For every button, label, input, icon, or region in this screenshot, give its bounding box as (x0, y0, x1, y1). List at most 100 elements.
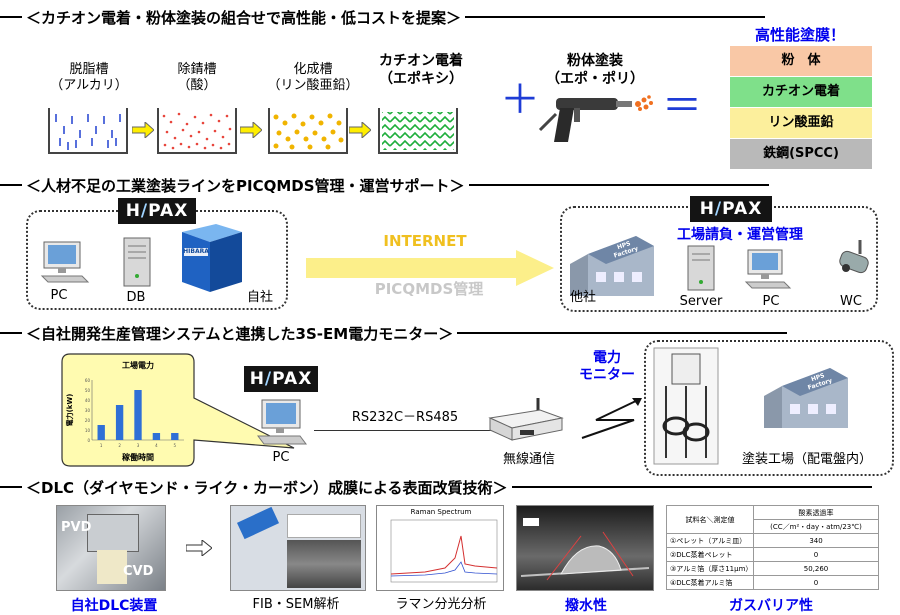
power-monitor-label: 電力モニター (579, 350, 635, 383)
arrow-right-icon (348, 120, 372, 140)
coating-layer-3: リン酸亜鉛 (730, 108, 872, 139)
factory-icon: HPS Factory (566, 228, 658, 302)
spray-gun-icon (538, 90, 658, 154)
chart-x-tick: 1 (100, 443, 103, 448)
serial-cable (314, 430, 496, 431)
chart-bar (115, 405, 124, 440)
chart-xlabel: 稼働時間 (122, 452, 154, 462)
layers-title: 高性能塗膜！ (754, 26, 845, 44)
chart-x-tick: 2 (118, 443, 121, 448)
fib-sem-photo (230, 505, 366, 591)
dlc-device-label: 自社DLC装置 (70, 598, 158, 614)
arrow-right-icon (185, 538, 213, 560)
chart-y-tick: 10 (85, 428, 91, 433)
internet-label: INTERNET (383, 232, 467, 250)
chart-y-tick: 40 (85, 398, 91, 403)
chart-title: 工場電力 (122, 360, 154, 370)
coating-layer-1: 粉 体 (730, 46, 872, 77)
pvd-label: PVD (61, 520, 92, 535)
server-label: Server (679, 294, 723, 309)
raman-title: Raman Spectrum (410, 508, 472, 516)
building-sign: HIBARA (183, 248, 209, 255)
chart-y-tick: 50 (85, 388, 91, 393)
wireless-label: 無線通信 (502, 452, 555, 467)
camera-icon (836, 240, 872, 292)
section-title-coating: ＜カチオン電着・粉体塗装の組合せで高性能・低コストを提案＞ (0, 6, 766, 28)
arrow-right-icon (131, 120, 155, 140)
picqmds-label: PICQMDS管理 (374, 280, 484, 298)
hpax-logo: H/PAX (118, 198, 196, 224)
conversion-label: 化成槽（リン酸亜鉛） (267, 62, 359, 93)
derusting-label: 除錆槽（酸） (177, 62, 217, 93)
table-row: ③アルミ箔（厚さ11μm）50,260 (666, 561, 879, 576)
database-server-icon (120, 236, 154, 292)
chart-y-tick: 20 (85, 418, 91, 423)
pc-icon (254, 398, 310, 450)
db-label: DB (126, 290, 146, 305)
power-meter-icon (652, 346, 720, 470)
pc-icon (744, 248, 796, 294)
degreasing-tank (48, 108, 128, 154)
chart-x-tick: 5 (174, 443, 177, 448)
chart-y-tick: 30 (85, 408, 91, 413)
coating-layers: 粉 体カチオン電着リン酸亜鉛鉄鋼(SPCC) (730, 46, 872, 170)
cation-tank (378, 108, 458, 154)
factory-icon: HPS Factory (760, 360, 852, 434)
degreasing-label: 脱脂槽（アルカリ） (50, 62, 128, 93)
own-company-label: 自社 (246, 290, 273, 305)
pc-icon (40, 240, 96, 288)
chart-bar (152, 433, 161, 440)
internet-arrow-icon (306, 250, 556, 290)
arrow-right-icon (239, 120, 263, 140)
chart-bar (134, 390, 142, 440)
chart-bar (171, 433, 179, 440)
wireless-signal-icon (576, 394, 646, 448)
contract-management-title: 工場請負・運営管理 (677, 227, 803, 243)
pc-label: PC (762, 294, 780, 309)
raman-label: ラマン分光分析 (395, 597, 487, 612)
chart-ylabel: 電力(kW) (65, 394, 74, 427)
chart-x-tick: 4 (155, 443, 158, 448)
table-header-unit: (CC／m²・day・atm/23℃) (753, 519, 879, 534)
chart-bar (97, 425, 105, 440)
section-title-management: ＜人材不足の工業塗装ラインをPICQMDS管理・運営サポート＞ (0, 174, 769, 196)
dlc-device-photo: PVD CVD (56, 505, 166, 591)
section-title-power-monitor: ＜自社開発生産管理システムと連携した3S-EM電力モニター＞ (0, 322, 788, 344)
plant-box (644, 340, 894, 476)
server-icon (684, 244, 718, 296)
cation-label: カチオン電着（エポキシ） (379, 53, 463, 87)
wireless-unit-icon (486, 396, 566, 446)
serial-link-label: RS232C－RS485 (351, 410, 459, 425)
plant-label: 塗装工場（配電盤内） (741, 452, 872, 467)
raman-chart: Raman Spectrum (376, 505, 504, 591)
power-bar-chart: 工場電力電力(kW) 稼働時間 0 10 20 30 40 50 60 1 2 3 4 5 (62, 354, 196, 466)
gas-barrier-label: ガスバリア性 (729, 598, 813, 614)
conversion-tank (268, 108, 348, 154)
cvd-label: CVD (123, 564, 154, 579)
chart-y-tick: 60 (85, 378, 91, 383)
gas-barrier-table: 試料名＼測定値 酸素透過率 (CC／m²・day・atm/23℃) ①ペレット（… (666, 505, 879, 590)
water-repellency-label: 撥水性 (565, 598, 607, 614)
derusting-tank (157, 108, 237, 154)
table-header-sample: 試料名＼測定値 (666, 505, 754, 534)
fib-sem-label: FIB・SEM解析 (252, 597, 340, 612)
chart-x-tick: 3 (137, 443, 140, 448)
section-title-dlc: ＜DLC（ダイヤモンド・ライク・カーボン）成膜による表面改質技術＞ (0, 476, 872, 498)
table-row: ①ペレット（アルミ皿）340 (666, 533, 879, 548)
coating-layer-4: 鉄鋼(SPCC) (730, 139, 872, 170)
hpax-logo: H/PAX (690, 196, 772, 222)
pc-label: PC (50, 288, 68, 303)
chart-y-tick: 0 (87, 438, 90, 443)
coating-layer-2: カチオン電着 (730, 77, 872, 108)
powder-label: 粉体塗装（エポ・ポリ） (546, 53, 644, 87)
table-header-rate: 酸素透過率 (753, 505, 879, 520)
wc-label: WC (840, 294, 862, 309)
plus-sign: ＋ (500, 77, 540, 123)
pc-label: PC (272, 450, 290, 465)
water-contact-photo (516, 505, 654, 591)
other-company-label: 他社 (569, 290, 596, 305)
company-building-icon: HIBARA (176, 222, 248, 298)
hpax-logo: H/PAX (244, 366, 318, 392)
